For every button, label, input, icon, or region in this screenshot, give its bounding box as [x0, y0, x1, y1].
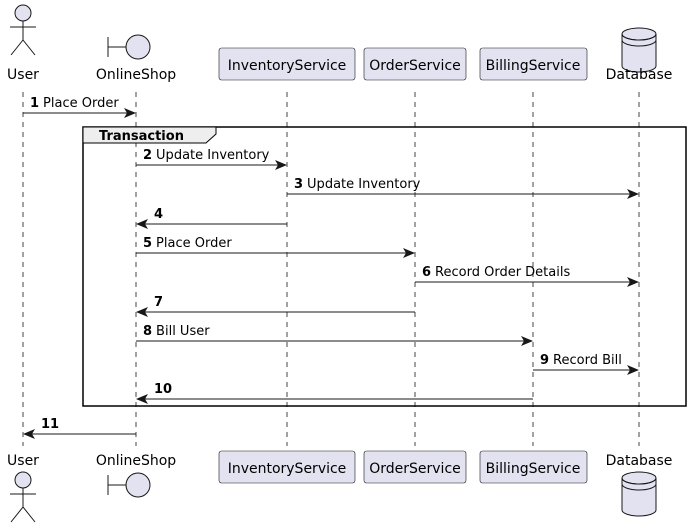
message-8: 8 Bill User — [136, 324, 533, 346]
message-3: 3 Update Inventory — [287, 177, 639, 199]
transaction-group: Transaction — [82, 126, 687, 407]
message-label: 7 — [154, 295, 163, 310]
message-label: 6 Record Order Details — [422, 265, 570, 280]
message-number: 7 — [154, 295, 163, 310]
participant-shop-top: OnlineShop — [96, 34, 176, 83]
participant-label: BillingService — [486, 58, 581, 74]
group-label: Transaction — [99, 129, 184, 144]
message-number: 3 — [294, 177, 303, 192]
participant-label: OrderService — [369, 58, 461, 74]
participant-label: OnlineShop — [96, 67, 176, 83]
message-text: Update Inventory — [156, 148, 270, 163]
message-11: 11 — [23, 417, 136, 439]
participant-db-bottom: Database — [606, 453, 673, 517]
participant-user-top: User — [7, 4, 39, 83]
message-number: 10 — [154, 382, 172, 397]
message-text: Update Inventory — [307, 177, 421, 192]
message-10: 10 — [136, 382, 533, 404]
participant-label: OrderService — [369, 461, 461, 477]
message-number: 11 — [41, 417, 59, 432]
message-text: Record Order Details — [435, 265, 570, 280]
participant-label: InventoryService — [228, 461, 347, 477]
message-label: 1 Place Order — [30, 96, 119, 111]
message-number: 1 — [30, 96, 39, 111]
message-label: 8 Bill User — [143, 324, 210, 339]
message-number: 8 — [143, 324, 152, 339]
participant-label: OnlineShop — [96, 453, 176, 469]
message-2: 2 Update Inventory — [136, 148, 287, 170]
participant-db-top: Database — [606, 27, 673, 83]
participant-shop-bottom: OnlineShop — [96, 453, 176, 498]
message-4: 4 — [136, 207, 287, 229]
participant-label: User — [7, 67, 39, 83]
message-label: 5 Place Order — [143, 236, 232, 251]
participant-label: BillingService — [486, 461, 581, 477]
participant-bill-bottom: BillingService — [479, 450, 588, 484]
message-label: 10 — [154, 382, 172, 397]
message-number: 2 — [143, 148, 152, 163]
message-5: 5 Place Order — [136, 236, 415, 258]
message-label: 3 Update Inventory — [294, 177, 421, 192]
message-label: 11 — [41, 417, 59, 432]
participant-inv-bottom: InventoryService — [218, 450, 356, 484]
message-9: 9 Record Bill — [533, 353, 639, 375]
message-text: Record Bill — [553, 353, 622, 368]
message-label: 4 — [154, 207, 163, 222]
participant-label: InventoryService — [228, 58, 347, 74]
participant-label: Database — [606, 67, 673, 83]
participant-order-top: OrderService — [363, 47, 467, 81]
participant-inv-top: InventoryService — [218, 47, 356, 81]
message-7: 7 — [136, 295, 415, 317]
message-number: 4 — [154, 207, 163, 222]
participant-label: Database — [606, 453, 673, 469]
participant-user-bottom: User — [7, 453, 39, 523]
message-number: 6 — [422, 265, 431, 280]
message-number: 5 — [143, 236, 152, 251]
message-text: Place Order — [156, 236, 232, 251]
message-text: Bill User — [156, 324, 210, 339]
message-number: 9 — [540, 353, 549, 368]
participant-label: User — [7, 453, 39, 469]
message-6: 6 Record Order Details — [415, 265, 639, 287]
participant-order-bottom: OrderService — [363, 450, 467, 484]
message-text: Place Order — [43, 96, 119, 111]
message-label: 9 Record Bill — [540, 353, 622, 368]
message-label: 2 Update Inventory — [143, 148, 270, 163]
participant-bill-top: BillingService — [479, 47, 588, 81]
message-1: 1 Place Order — [23, 96, 136, 118]
